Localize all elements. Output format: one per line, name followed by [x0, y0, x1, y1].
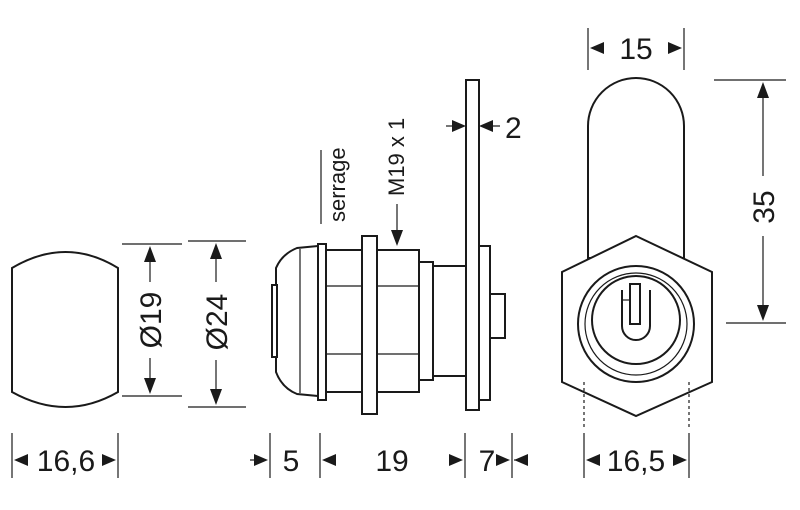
label-hex-width: 16,5: [607, 445, 665, 478]
dimension-hex-width: 16,5: [583, 433, 690, 478]
dimension-dia-inner: Ø19: [122, 243, 182, 397]
dimension-front-width: 16,6: [11, 433, 119, 478]
label-cam-width: 15: [619, 33, 652, 66]
label-thread: M19 x 1: [384, 118, 409, 196]
label-length-a: 5: [283, 445, 300, 478]
front-profile: [11, 251, 119, 408]
dimension-cam-length: 35: [714, 79, 786, 324]
label-length-c: 7: [479, 445, 496, 478]
label-cam-length: 35: [748, 190, 781, 223]
side-view: [271, 79, 506, 415]
rear-view: [561, 77, 713, 428]
label-front-width: 16,6: [37, 445, 95, 478]
thread-callout: M19 x 1: [384, 118, 409, 246]
label-dia-outer: Ø24: [201, 294, 234, 351]
label-serrage: serrage: [325, 147, 350, 222]
dimension-plate-thickness: 2: [446, 112, 522, 145]
dimension-lengths: 5 19 7: [250, 433, 528, 478]
dimension-dia-outer: Ø24: [188, 240, 246, 408]
serrage-callout: serrage: [320, 147, 350, 224]
label-dia-inner: Ø19: [135, 292, 168, 349]
dimension-cam-width: 15: [587, 28, 685, 70]
label-plate-thickness: 2: [505, 112, 522, 145]
label-length-b: 19: [375, 445, 408, 478]
